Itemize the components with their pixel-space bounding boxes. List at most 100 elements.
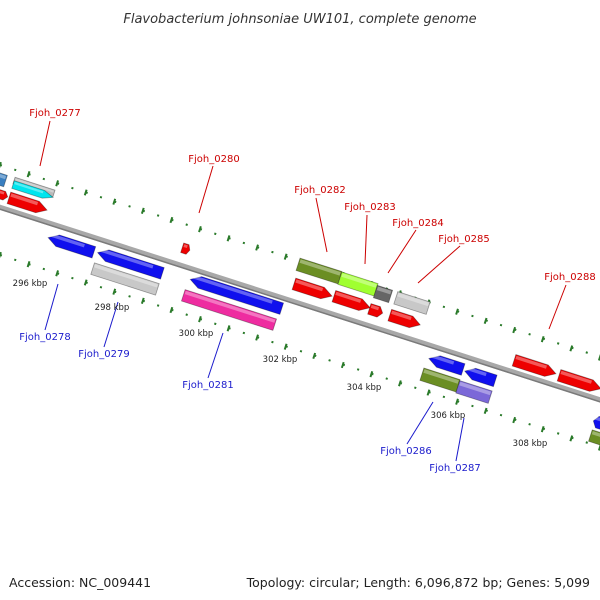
tick-dash (83, 279, 88, 286)
tick-dash (0, 161, 2, 169)
gene-arrow-blue-edge-shape (592, 415, 600, 432)
gene-arrow-blue-0279a-shape (96, 249, 165, 280)
gene-arrow-blue-edge-highlight (594, 416, 600, 422)
gene-label[interactable]: Fjoh_0278 (19, 332, 70, 343)
gene-box-gray-0279-shape (90, 262, 160, 296)
tick-dash (283, 253, 288, 260)
gene-box-olive-0286-highlight (423, 369, 459, 384)
gene-label[interactable]: Fjoh_0283 (344, 202, 395, 213)
gene-arrow-blue-0287-highlight (466, 366, 487, 377)
genome-summary-text: Topology: circular; Length: 6,096,872 bp… (246, 575, 590, 590)
genome-backbone (0, 204, 600, 403)
gene-label[interactable]: Fjoh_0288 (544, 272, 595, 283)
tick-dash (398, 380, 402, 387)
tick-dash (512, 326, 517, 334)
genome-backbone-shade (0, 208, 600, 403)
gene-arrow-blue-0281-highlight (191, 274, 273, 304)
tick-dash (569, 435, 574, 442)
gene-box-purple-0287-shape (455, 380, 493, 404)
gene-arrow-red-0285-shape (387, 308, 421, 329)
gene-label[interactable]: Fjoh_0280 (188, 154, 239, 165)
gene-arrow-red-0280-highlight (183, 244, 188, 249)
tick-dash (540, 336, 545, 343)
tick-dash (112, 288, 117, 295)
tick-dash (55, 180, 59, 187)
gene-features (0, 168, 600, 447)
gene-arrow-blue-0278-highlight (49, 233, 85, 248)
gene-arrow-red-0284-highlight (370, 304, 380, 311)
tick-marks (0, 161, 600, 451)
gene-arrow-blue-0279a (96, 248, 165, 280)
tick-dash (369, 371, 374, 378)
gene-arrow-blue-0281 (189, 274, 285, 315)
tick-dash (0, 251, 2, 259)
upper-tick-track (0, 164, 600, 358)
gene-box-darkgray-0284 (372, 284, 394, 304)
gene-arrow-red-0283 (331, 289, 371, 311)
gene-label[interactable]: Fjoh_0279 (78, 349, 129, 360)
gene-label[interactable]: Fjoh_0286 (380, 446, 431, 457)
gene-box-olive-0282-shape (295, 257, 343, 285)
gene-label[interactable]: Fjoh_0284 (392, 218, 443, 229)
gene-box-gray-0285-highlight (397, 292, 429, 307)
gene-arrow-red-edge-shape (0, 188, 9, 201)
gene-arrow-red-0277 (6, 191, 48, 214)
leader-line (417, 245, 461, 284)
gene-arrow-red-0288b-highlight (560, 370, 593, 384)
gene-box-lime-0283-highlight (341, 273, 377, 288)
gene-box-olive-edge-shape (588, 429, 600, 447)
tick-label: 302 kbp (263, 355, 298, 365)
tick-dash (140, 207, 145, 215)
gene-label[interactable]: Fjoh_0285 (438, 234, 489, 245)
gene-arrow-red-edge (0, 188, 9, 201)
leader-line (387, 229, 417, 274)
gene-arrow-red-0277-highlight (10, 193, 39, 206)
gene-box-purple-0287 (455, 380, 493, 404)
tick-dash (226, 235, 231, 242)
tick-dash (255, 334, 259, 341)
gene-box-gray-0279 (90, 262, 160, 296)
gene-arrow-red-0282-highlight (295, 279, 324, 292)
tick-dash (198, 316, 202, 323)
label-leader-lines (39, 120, 567, 462)
tick-label: 298 kbp (95, 303, 130, 313)
tick-dash (26, 171, 31, 178)
tick-dash (140, 297, 145, 305)
gene-box-pink-0281 (180, 289, 278, 331)
gene-box-olive-edge (588, 429, 600, 447)
leader-line (406, 401, 434, 445)
gene-arrow-blue-0286-highlight (430, 354, 455, 365)
gene-box-gray-small-highlight (15, 178, 54, 193)
gene-box-olive-0282 (295, 257, 343, 285)
gene-label[interactable]: Fjoh_0282 (294, 185, 345, 196)
leader-line (39, 120, 51, 167)
gene-arrow-cyan-shape (11, 180, 55, 199)
leader-line (315, 197, 328, 253)
leader-line (103, 301, 119, 348)
gene-box-edge-blue-highlight (0, 170, 7, 180)
tick-dash (169, 216, 174, 224)
gene-box-olive-edge-highlight (591, 431, 600, 439)
tick-dash (455, 308, 459, 315)
gene-arrow-blue-edge (592, 415, 600, 432)
gene-label[interactable]: Fjoh_0277 (29, 108, 80, 119)
gene-arrow-red-0282 (291, 277, 333, 300)
gene-box-purple-0287-highlight (459, 381, 491, 396)
map-title: Flavobacterium johnsoniae UW101, complet… (123, 12, 476, 27)
gene-box-olive-0282-highlight (299, 259, 341, 276)
gene-arrow-red-edge-highlight (0, 190, 5, 195)
tick-dash (112, 198, 117, 205)
tick-dash (169, 306, 174, 314)
gene-arrow-red-0288b-shape (556, 369, 600, 392)
gene-label[interactable]: Fjoh_0281 (182, 380, 233, 391)
tick-dash (512, 416, 517, 424)
gene-arrow-red-0284 (367, 303, 384, 318)
gene-arrow-red-0288b (556, 369, 600, 392)
lower-tick-track (0, 254, 600, 448)
gene-arrow-blue-0281-shape (189, 276, 285, 315)
tick-dash (483, 407, 488, 415)
gene-box-edge-blue (0, 168, 8, 188)
gene-label[interactable]: Fjoh_0287 (429, 463, 480, 474)
tick-label: 300 kbp (179, 329, 214, 339)
